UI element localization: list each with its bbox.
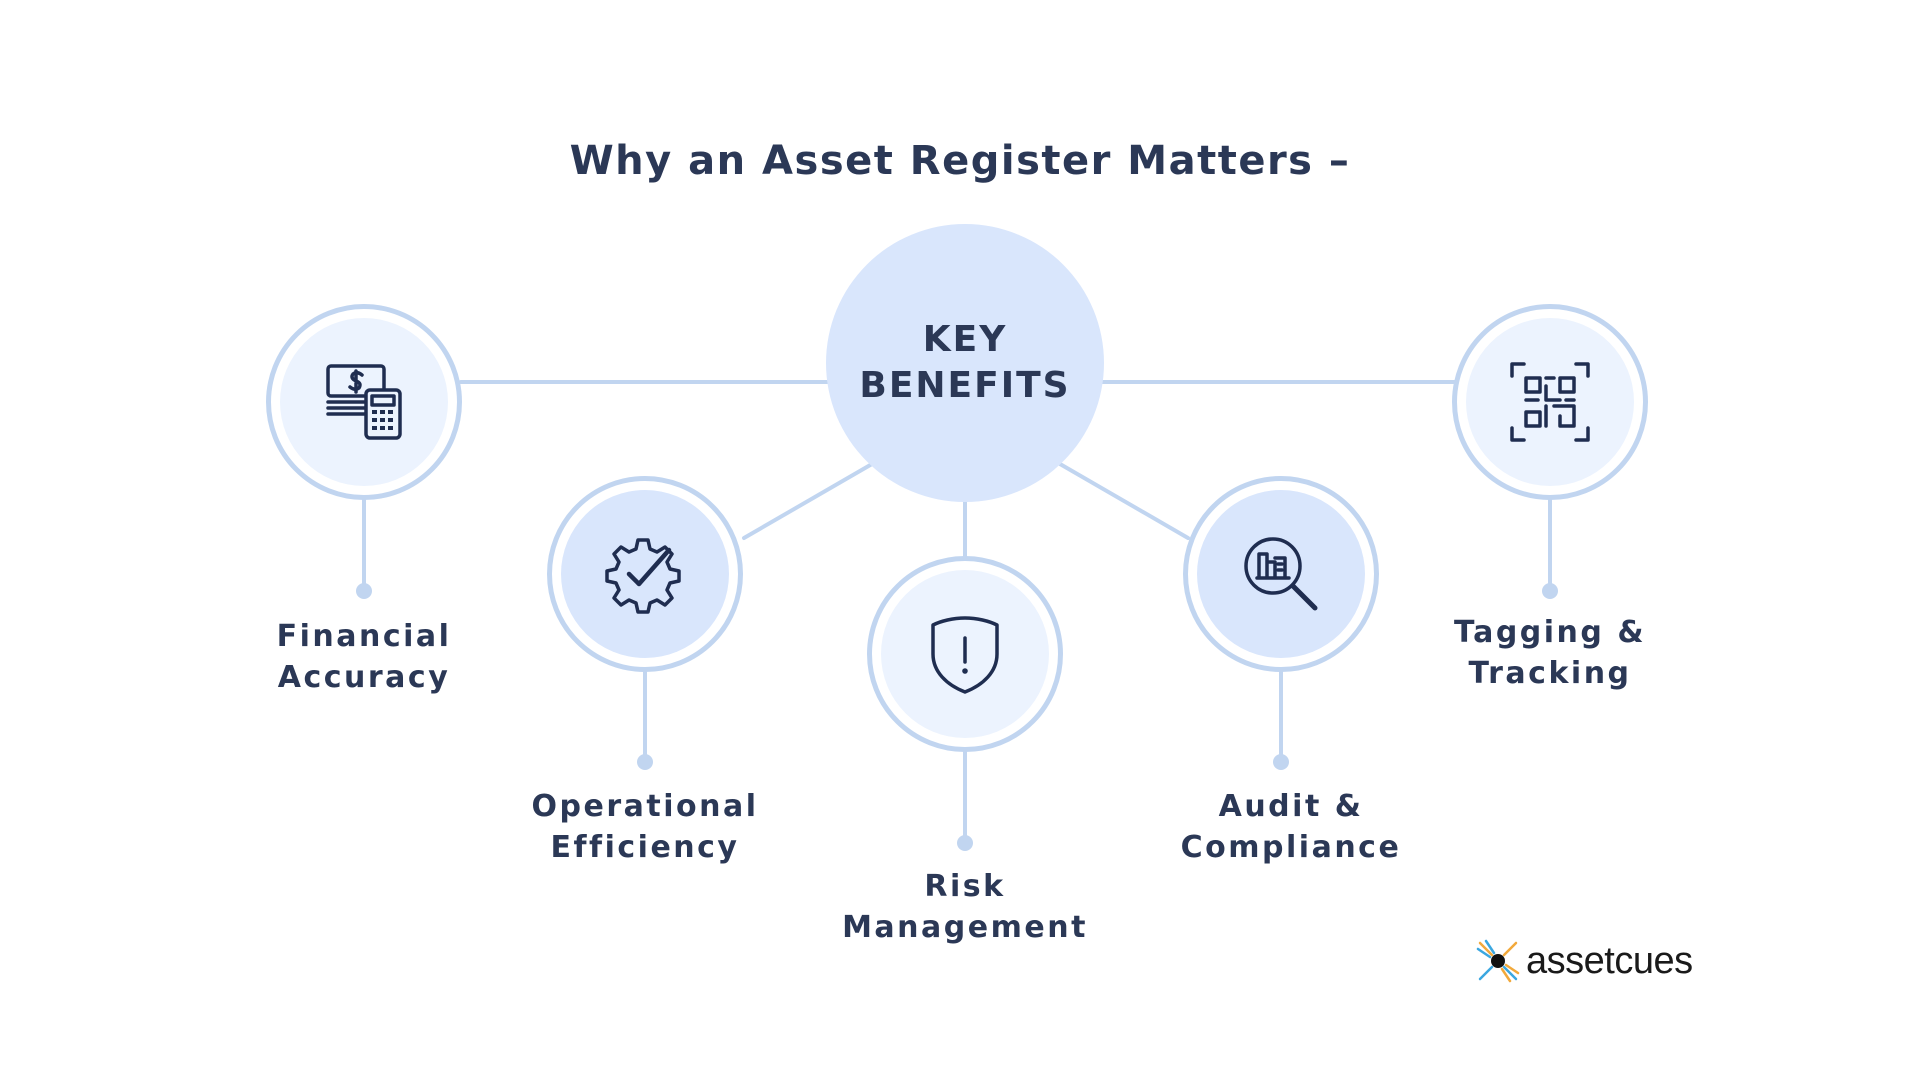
money-calculator-icon: [326, 364, 402, 440]
stem-dot-tagging: [1542, 583, 1558, 599]
stem-dot-operational: [637, 754, 653, 770]
stem-dot-audit: [1273, 754, 1289, 770]
connector-operational: [742, 462, 874, 540]
benefit-node-audit-fill: [1197, 490, 1365, 658]
benefit-label-financial-line2: Accuracy: [277, 660, 451, 695]
benefit-label-risk-line1: Risk: [924, 869, 1006, 904]
benefit-label-risk-line2: Management: [842, 910, 1088, 945]
benefit-node-financial-fill: [280, 318, 448, 486]
benefit-label-audit-line1: Audit &: [1218, 789, 1364, 824]
benefit-node-financial: [266, 304, 462, 500]
benefit-label-audit-line2: Compliance: [1180, 830, 1402, 865]
benefit-node-operational: [547, 476, 743, 672]
connector-audit: [1058, 462, 1190, 540]
benefit-node-tagging-fill: [1466, 318, 1634, 486]
benefit-label-operational: Operational Efficiency: [485, 786, 805, 868]
benefit-label-financial-line1: Financial: [276, 619, 452, 654]
benefit-node-risk-fill: [881, 570, 1049, 738]
stem-dot-financial: [356, 583, 372, 599]
benefit-node-audit: [1183, 476, 1379, 672]
stem-dot-risk: [957, 835, 973, 851]
assetcues-logo: assetcues: [1476, 936, 1693, 986]
benefit-label-audit: Audit & Compliance: [1131, 786, 1451, 868]
benefit-node-operational-fill: [561, 490, 729, 658]
benefit-node-risk: [867, 556, 1063, 752]
benefit-node-tagging: [1452, 304, 1648, 500]
benefit-label-risk: Risk Management: [805, 866, 1125, 948]
benefit-label-financial: Financial Accuracy: [204, 616, 524, 698]
page-title: Why an Asset Register Matters –: [569, 138, 1351, 184]
benefit-label-operational-line1: Operational: [531, 789, 759, 824]
key-benefits-hub: KEY BENEFITS: [826, 224, 1104, 502]
benefit-label-tagging-line1: Tagging &: [1453, 615, 1646, 650]
hub-label-line2: BENEFITS: [859, 365, 1071, 406]
gear-check-icon: [605, 538, 681, 614]
benefit-label-tagging: Tagging & Tracking: [1390, 612, 1710, 694]
assetcues-logo-text: assetcues: [1526, 939, 1693, 982]
shield-alert-icon: [931, 616, 999, 694]
benefit-label-tagging-line2: Tracking: [1468, 656, 1632, 691]
document-search-icon: [1244, 537, 1318, 611]
hub-label-line1: KEY: [922, 319, 1008, 360]
qr-code-scan-icon: [1510, 362, 1590, 442]
benefit-label-operational-line2: Efficiency: [550, 830, 740, 865]
assetcues-logo-mark-icon: [1476, 939, 1520, 983]
